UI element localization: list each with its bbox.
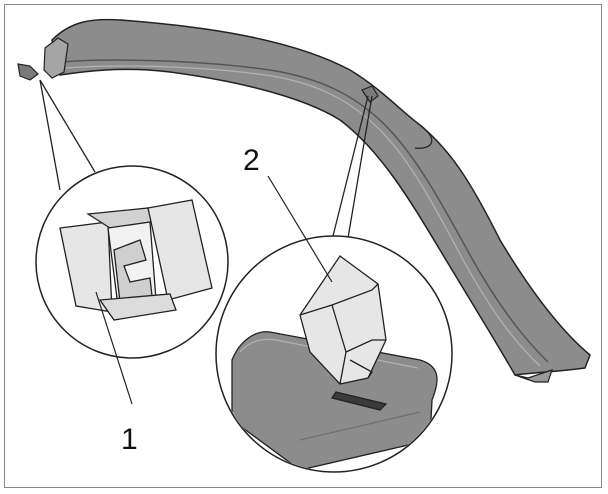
clip-1-illustration	[59, 199, 213, 321]
callout-2-leader	[267, 175, 333, 283]
callout-2-label: 2	[243, 144, 260, 177]
clip-2-illustration	[231, 255, 438, 471]
detail-circle-2	[215, 235, 453, 473]
detail-leader-lines	[39, 79, 373, 249]
callout-1-leader	[95, 291, 133, 405]
diagram-frame	[4, 4, 602, 488]
detail-circle-1	[35, 165, 229, 359]
clip-1-location	[17, 63, 39, 81]
callout-1-label: 1	[121, 423, 138, 456]
roof-rail-trim-panel	[17, 18, 591, 383]
